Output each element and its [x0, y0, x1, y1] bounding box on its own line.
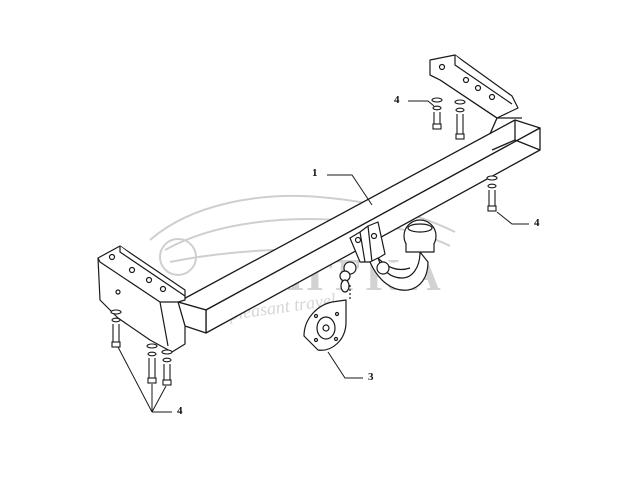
mounting-bolts	[110, 97, 498, 386]
bolt	[454, 99, 466, 140]
electrical-socket-plate	[303, 285, 351, 351]
right-mounting-bracket	[429, 54, 519, 119]
callout-part-4-bottom: 4	[177, 405, 183, 417]
callout-part-4-top: 4	[394, 94, 400, 106]
bolt	[486, 175, 498, 212]
bolt	[161, 349, 173, 386]
callout-part-1: 1	[312, 167, 318, 179]
bolt	[431, 97, 443, 130]
callout-part-3: 3	[368, 371, 374, 383]
left-mounting-bracket	[97, 245, 186, 353]
leader-lines	[117, 100, 529, 413]
callout-part-4-right: 4	[534, 217, 540, 229]
tow-ball-assembly	[339, 219, 437, 293]
bolt	[110, 309, 122, 348]
bolt	[146, 343, 158, 384]
